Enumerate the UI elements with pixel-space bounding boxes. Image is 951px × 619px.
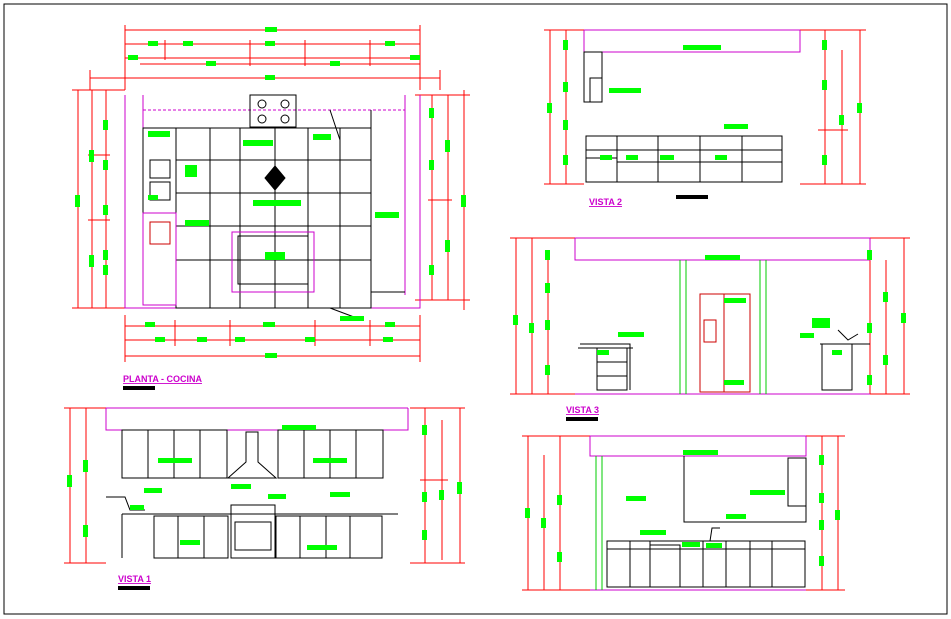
plan-center-marker [264,165,286,191]
vista3-counters [578,329,870,391]
vista2-dimensions [544,29,866,185]
vista1-dimensions [64,407,465,564]
plan-title-scale [123,386,155,390]
plan-green-tags [75,27,466,358]
plan-top-dimensions [89,25,441,90]
floor-plan [72,25,470,362]
vista1-green-tags [67,425,462,550]
vista3-refrigerator [699,293,751,393]
vista4-elevation [522,435,845,591]
vista1-walls [105,407,409,431]
vista4-green-tags [525,450,840,566]
vista1-title: VISTA 1 [118,574,151,584]
vista4-walls [589,435,807,591]
vista3-dimensions [510,237,910,395]
vista2-title-scale [676,195,708,199]
sheet-border [3,3,948,615]
vista2-green-tags [547,40,862,165]
vista1-cabinets [106,429,398,559]
plan-cooktop [249,94,297,128]
vista2-title: VISTA 2 [589,197,622,207]
vista3-elevation [510,237,910,395]
vista2-elevation [544,29,866,185]
vista3-green-tags [513,250,906,385]
vista3-columns [679,260,767,394]
vista2-walls [583,29,801,53]
vista1-title-scale [118,586,150,590]
vista3-title: VISTA 3 [566,405,599,415]
plan-counters [142,127,177,306]
vista3-walls [574,237,871,395]
vista4-column [595,456,603,590]
plan-island [231,231,315,293]
vista3-title-scale [566,417,598,421]
vista1-elevation [64,407,465,564]
floor-tile-grid [175,110,405,309]
vista2-cabinets [583,51,783,183]
vista4-cabinets [606,456,807,588]
plan-title: PLANTA - COCINA [123,374,202,384]
plan-bottom-leader [329,109,363,321]
